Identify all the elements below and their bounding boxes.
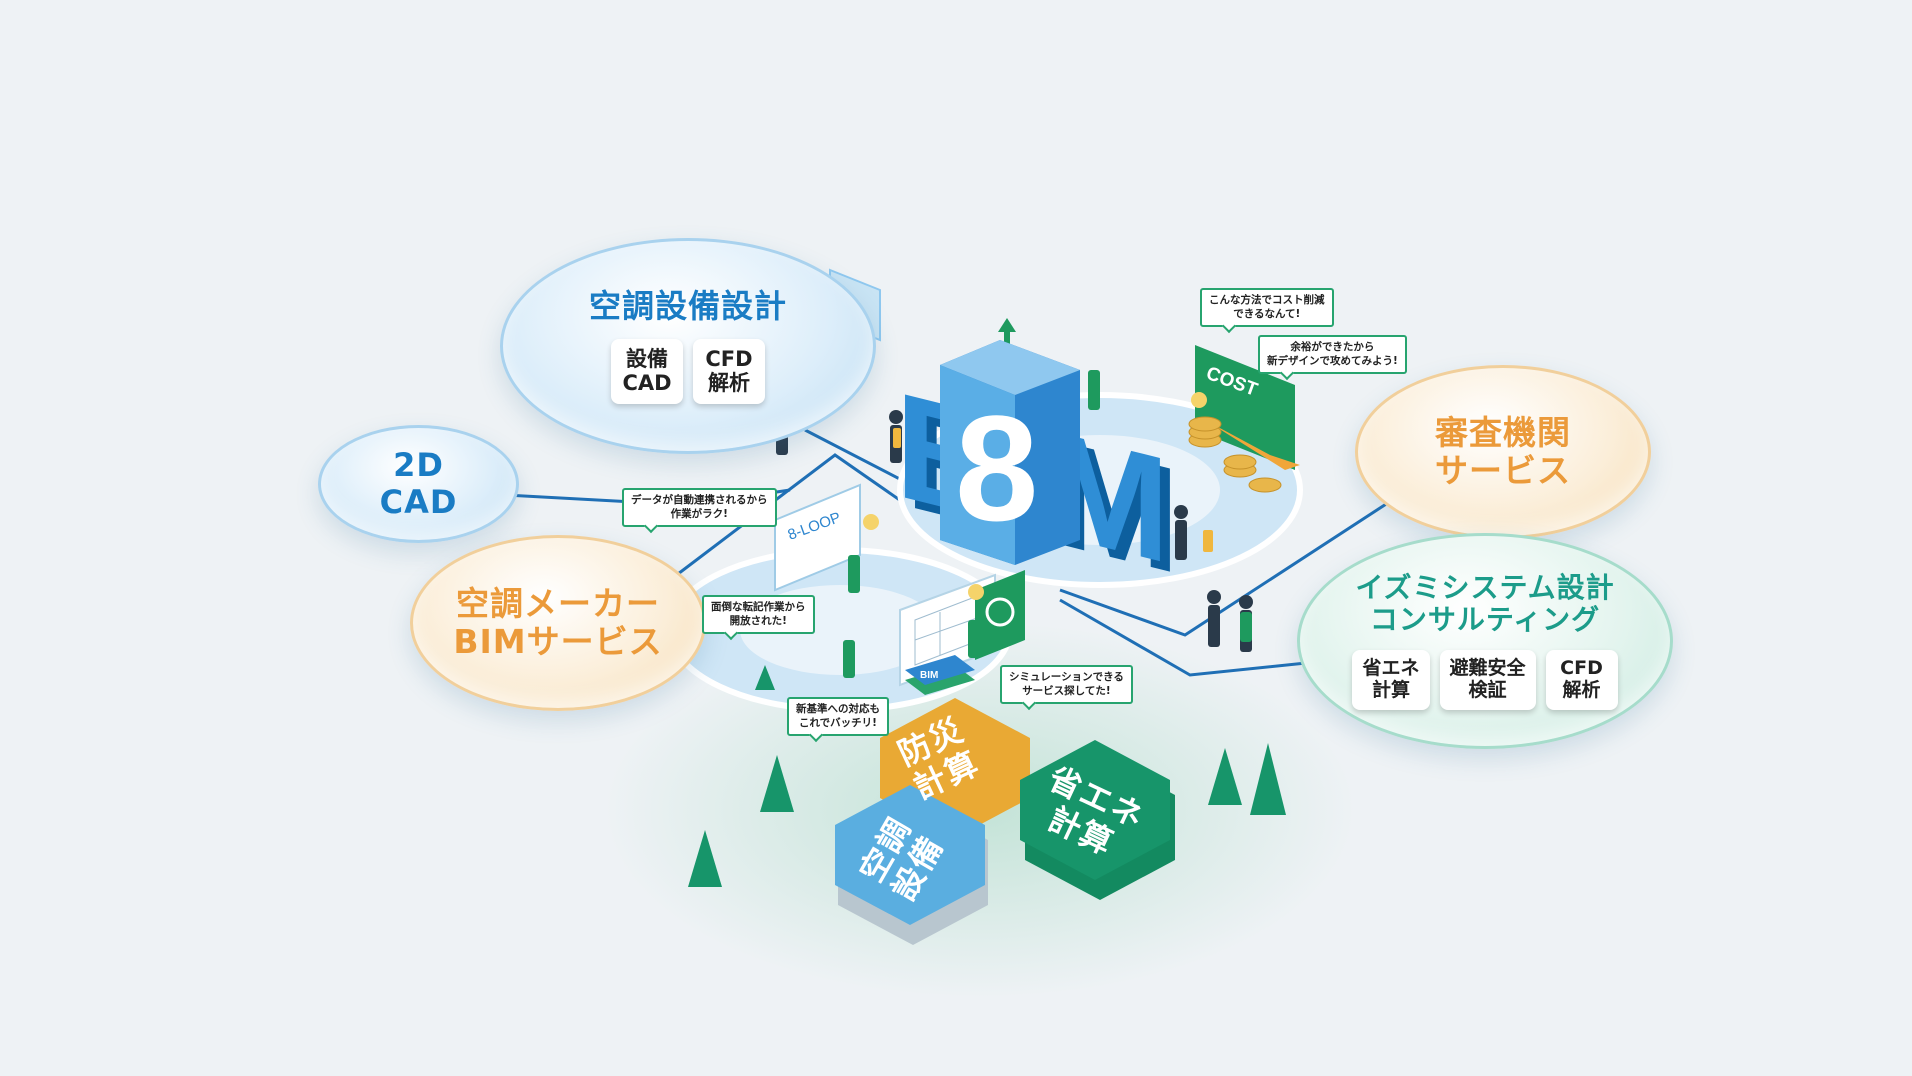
loop-block: 8 xyxy=(940,340,1080,565)
person-icon xyxy=(968,620,980,658)
bubble-data-link: データが自動連携されるから 作業がラク! xyxy=(622,488,777,528)
node-review-agency-title: 審査機関 サービス xyxy=(1435,413,1571,490)
person-icon xyxy=(1208,605,1220,647)
chip-cfd: CFD 解析 xyxy=(1545,650,1618,711)
node-hvac-design: 空調設備設計 設備 CAD CFD 解析 xyxy=(500,238,876,454)
hexagons xyxy=(835,698,1175,945)
person-icon xyxy=(1175,520,1187,560)
cost-arrow xyxy=(1205,420,1300,470)
tree-icon xyxy=(688,830,722,887)
person-icon xyxy=(1088,370,1100,410)
lightbulb-icon xyxy=(1191,392,1207,408)
node-izumi: イズミシステム設計 コンサルティング 省エネ 計算 避難安全 検証 CFD 解析 xyxy=(1297,533,1673,749)
node-2d-cad: 2D CAD xyxy=(318,425,519,543)
bubble-cost-reduce: こんな方法でコスト削減 できるなんて! xyxy=(1200,288,1334,328)
chip-equipment-cad: 設備 CAD xyxy=(611,339,683,404)
chip-evacuation: 避難安全 検証 xyxy=(1439,650,1536,711)
node-maker-bim: 空調メーカー BIMサービス xyxy=(410,535,706,711)
hex-hvac xyxy=(835,785,985,925)
person-icon xyxy=(843,640,855,678)
plant-icon xyxy=(985,597,1015,627)
node-hvac-design-title: 空調設備設計 xyxy=(588,287,787,326)
bim-books: BIM xyxy=(905,655,975,695)
lightbulb-icon xyxy=(968,584,984,600)
node-review-agency: 審査機関 サービス xyxy=(1355,365,1651,539)
bubble-new-standard: 新基準への対応も これでバッチリ! xyxy=(787,697,889,737)
chip-energy: 省エネ 計算 xyxy=(1352,650,1430,711)
tree-icon xyxy=(760,755,794,812)
bubble-simulation: シミュレーションできる サービス探してた! xyxy=(1000,665,1133,705)
tree-icon xyxy=(1208,748,1242,805)
line-review xyxy=(1059,493,1401,637)
trees xyxy=(688,665,1286,887)
lightbulb-icon xyxy=(863,514,879,530)
book-label: BIM xyxy=(920,670,938,681)
green-tablet xyxy=(975,570,1025,660)
bubble-new-design: 余裕ができたから 新デザインで攻めてみよう! xyxy=(1258,335,1407,375)
tree-icon xyxy=(1250,743,1286,815)
hex-energy xyxy=(1020,740,1170,880)
node-izumi-chips: 省エネ 計算 避難安全 検証 CFD 解析 xyxy=(1352,650,1618,711)
node-hvac-design-chips: 設備 CAD CFD 解析 xyxy=(611,339,765,404)
bloop-board: 8-LOOP xyxy=(774,483,861,592)
cone-icon xyxy=(755,665,775,690)
loop-symbol: 8 xyxy=(955,384,1038,552)
bubble-no-transcribe: 面倒な転記作業から 開放された! xyxy=(702,595,815,635)
node-2d-cad-title: 2D CAD xyxy=(379,446,458,521)
line-izumi xyxy=(1059,598,1336,677)
person-icon xyxy=(848,555,860,593)
node-izumi-title: イズミシステム設計 コンサルティング xyxy=(1355,570,1615,637)
node-maker-bim-title: 空調メーカー BIMサービス xyxy=(453,584,663,661)
coin-stacks xyxy=(1188,416,1282,493)
chip-cfd: CFD 解析 xyxy=(693,339,765,404)
